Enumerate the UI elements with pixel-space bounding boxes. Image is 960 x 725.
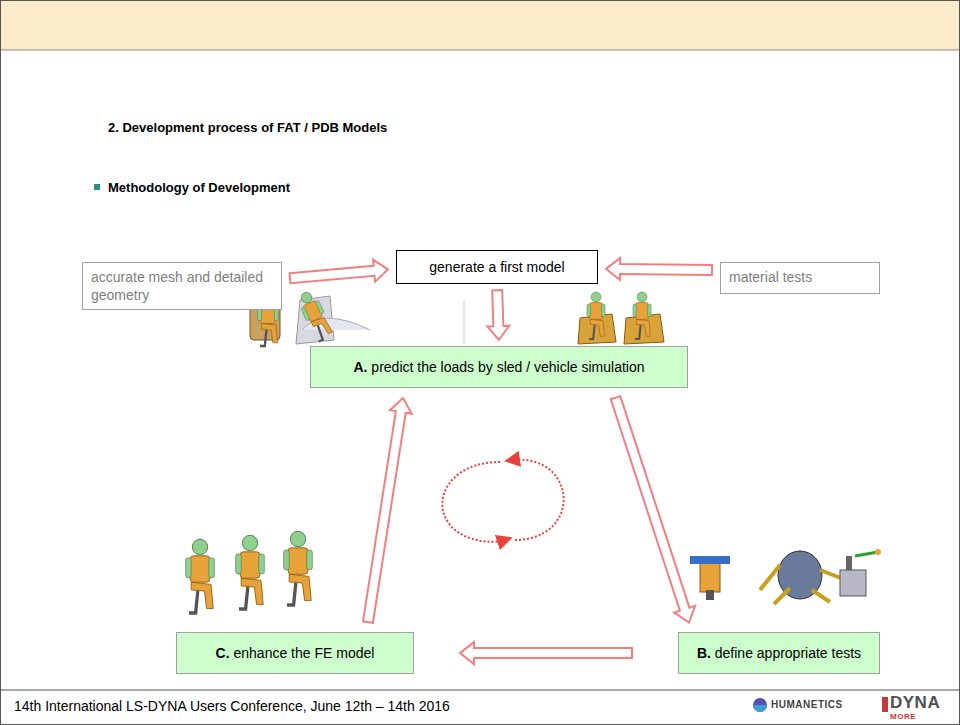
header-band xyxy=(0,0,960,50)
box-text: B. define appropriate tests xyxy=(689,644,869,662)
input-box: accurate mesh and detailed geometry xyxy=(82,262,282,310)
process-box: generate a first model xyxy=(396,250,598,284)
footer-text: 14th International LS-DYNA Users Confere… xyxy=(14,698,450,714)
slide-title: 2. Development process of FAT / PDB Mode… xyxy=(108,120,387,135)
block-arrow xyxy=(460,642,632,664)
box-text: accurate mesh and detailed geometry xyxy=(91,268,273,304)
cycle-arrows xyxy=(442,460,563,542)
block-arrow xyxy=(363,398,412,623)
logo-text: MORE xyxy=(890,712,916,721)
footer-rule xyxy=(0,690,960,691)
box-text: A. predict the loads by sled / vehicle s… xyxy=(321,358,677,376)
logo-text: DYNA xyxy=(890,693,940,713)
block-arrow xyxy=(606,258,712,280)
block-arrow xyxy=(487,290,509,340)
vehicle-dummy-figures xyxy=(578,292,664,344)
dynamore-logo xyxy=(882,697,888,712)
step-box: C. enhance the FE model xyxy=(176,632,414,674)
block-arrow xyxy=(290,260,389,283)
dummy-variants xyxy=(186,531,313,613)
input-box: material tests xyxy=(720,262,880,294)
bullet-square xyxy=(94,184,100,190)
test-rig-icons xyxy=(690,549,881,604)
logo-text: HUMANETICS xyxy=(771,699,843,710)
box-text: C. enhance the FE model xyxy=(187,644,403,662)
step-box: B. define appropriate tests xyxy=(678,632,880,674)
humanetics-logo xyxy=(753,698,767,712)
block-arrow xyxy=(611,396,695,622)
box-text: generate a first model xyxy=(407,258,587,276)
box-text: material tests xyxy=(729,268,871,286)
step-box: A. predict the loads by sled / vehicle s… xyxy=(310,346,688,388)
bullet-heading: Methodology of Development xyxy=(108,180,290,195)
